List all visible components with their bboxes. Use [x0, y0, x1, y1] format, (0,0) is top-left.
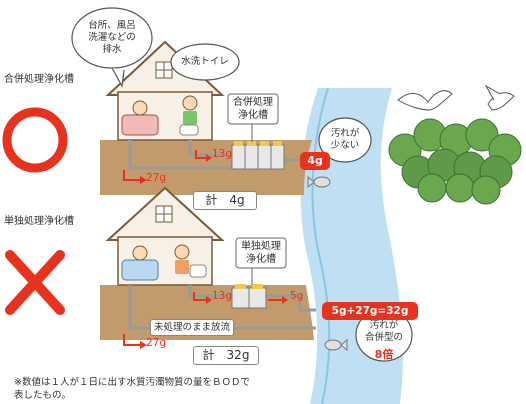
tank-label-top: 合併処理 浄化槽	[233, 97, 273, 121]
label-combined-tank: 合併処理浄化槽	[4, 74, 74, 85]
pipes-top	[128, 140, 300, 170]
forest-icon	[388, 118, 522, 205]
bad-mark-icon	[5, 250, 65, 315]
tank-label-bottom: 単独処理 浄化槽	[241, 241, 281, 265]
output-top: 4g	[300, 152, 330, 170]
flow-toilet-top: 13g	[212, 148, 233, 160]
flow-out-bottom: 5g	[290, 290, 304, 302]
flow-toilet-bottom: 13g	[212, 290, 233, 302]
pipes-bottom	[128, 285, 316, 330]
tank-bottom	[231, 284, 267, 309]
bubble-result-top-shape	[318, 117, 372, 163]
good-mark-icon	[2, 107, 68, 173]
flow-kitchen-bottom: 27g	[146, 337, 167, 349]
tank-top	[231, 141, 285, 170]
house-top	[105, 40, 225, 141]
fish-top-icon	[307, 175, 331, 189]
total-bottom: 計 32g	[193, 346, 259, 365]
result-bubble-bottom-multiplier: 8倍	[374, 348, 394, 361]
footnote: ※数値は１人が１日に出す水質汚濁物質の量をＢＯＤで 表したもの。	[14, 377, 250, 401]
output-bottom: 5g+27g=32g	[322, 302, 418, 320]
fish-bottom-icon	[324, 338, 348, 352]
label-single-tank: 単独処理浄化槽	[4, 216, 74, 227]
flow-arrows	[123, 150, 282, 346]
untreated-label: 未処理のまま放流	[150, 319, 234, 336]
house-bottom	[105, 186, 225, 286]
bird-right-icon	[484, 84, 515, 111]
total-top: 計 4g	[193, 191, 257, 210]
flow-kitchen-top: 27g	[146, 172, 167, 184]
bubble-wastewater: 台所、風呂 洗濯などの 排水	[88, 20, 136, 55]
bird-left-icon	[397, 90, 453, 111]
result-bubble-top: 汚れが 少ない	[330, 128, 360, 151]
result-bubble-bottom: 汚れが 合併型の	[364, 320, 403, 343]
tank-label-top-box	[227, 93, 279, 125]
bubble-toilet-shape	[170, 43, 240, 81]
bubble-toilet: 水洗トイレ	[181, 56, 229, 67]
tank-label-bottom-box	[235, 237, 287, 269]
